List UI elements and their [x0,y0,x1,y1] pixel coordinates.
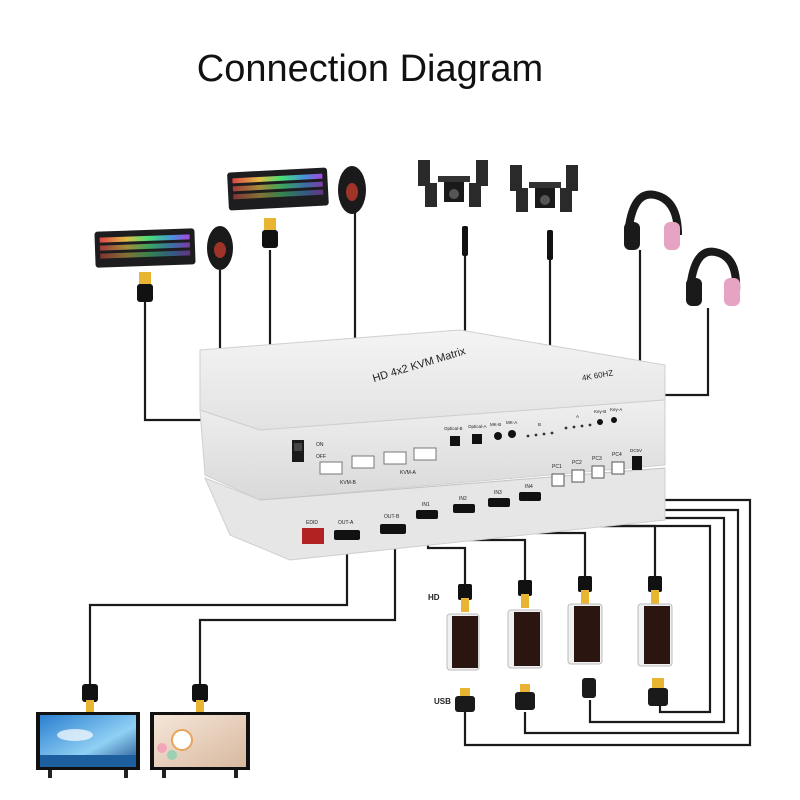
hdmi-plug-icon [651,590,659,604]
audio-jack-b[interactable] [494,432,502,440]
usb-b-pc1-port[interactable] [551,473,565,487]
monitor-icon [150,712,250,778]
usb-plug-icon [648,688,668,706]
power-on-label: ON [316,442,324,448]
dc-label: DC5V [630,448,642,453]
cable-out-b [198,540,397,690]
usb-plug-icon [455,696,475,712]
usb-port-kvm-a-1[interactable] [383,451,407,465]
pc2-label: PC2 [572,460,582,466]
in1-label: IN1 [422,502,430,508]
cable-out-a [88,540,349,690]
usb-port-kvm-b-2[interactable] [351,455,375,469]
pc-adapter-1 [446,584,480,712]
hdmi-plug-icon [82,684,98,712]
led-row-b [526,431,554,438]
speaker-icon [510,165,578,260]
usb-plug-icon [515,692,535,710]
hdmi-in2-port[interactable] [453,504,475,513]
hdmi-plug-icon [192,684,208,712]
usb-plug-icon [582,678,596,698]
usb-cable-label: USB [434,697,451,706]
hdmi-in3-port[interactable] [488,498,510,507]
usb-b-pc2-port[interactable] [571,469,585,483]
mic-a-label: MK-A [506,420,517,425]
out-a-label: OUT-A [338,520,354,526]
out-b-label: OUT-B [384,514,400,520]
mic-b-label: MK-B [490,422,501,427]
edid-switch[interactable] [302,528,324,544]
audio-jack-a[interactable] [508,430,516,438]
headphones-icon [686,247,741,306]
hdmi-in1-port[interactable] [416,510,438,519]
hdmi-out-a-port[interactable] [334,530,360,540]
led-a-label: A [576,414,579,419]
hdmi-plug-icon [520,684,530,696]
optical-port-b[interactable] [450,436,460,446]
mouse-icon [207,226,233,270]
hdmi-plug-icon [460,688,470,700]
optical-port-a[interactable] [472,434,482,444]
power-off-label: OFF [316,454,326,460]
pc-adapter-3 [567,576,603,698]
pc1-label: PC1 [552,464,562,470]
hdmi-plug-icon [521,594,529,608]
hdmi-plug-icon [581,590,589,604]
keyboard-icon [94,228,196,302]
speaker-icon [418,160,488,256]
optical-a-label: Optical-A [468,424,487,429]
cables [88,210,752,747]
edid-label: EDID [306,520,318,526]
keyboard-icon [227,167,329,248]
hdmi-plug-icon [461,598,469,612]
dc-power-port[interactable] [632,456,642,470]
usb-b-pc4-port[interactable] [611,461,625,475]
hdmi-in4-port[interactable] [519,492,541,501]
pc3-label: PC3 [592,456,602,462]
in4-label: IN4 [525,484,533,490]
headphones-icon [624,190,682,250]
hdmi-out-b-port[interactable] [380,524,406,534]
hdmi-plug-icon [652,678,664,690]
usb-port-kvm-b-1[interactable] [319,461,343,475]
pc4-label: PC4 [612,452,622,458]
key-a-label: Key-A [610,407,622,412]
key-b-label: Key-B [594,409,606,414]
usb-port-kvm-a-2[interactable] [413,447,437,461]
usb-b-pc3-port[interactable] [591,465,605,479]
kvm-b-label: KVM-B [340,480,357,486]
in2-label: IN2 [459,496,467,502]
led-b-label: B [538,422,541,427]
hdmi-cable-label: HD [428,593,440,602]
key-a-button[interactable] [611,417,617,423]
pc-adapter-2 [507,580,543,710]
pc-adapter-4 [637,576,673,706]
kvm-a-label: KVM-A [400,470,417,476]
mouse-icon [338,166,366,214]
led-row-a [564,423,592,430]
power-switch[interactable] [292,440,304,462]
optical-b-label: Optical-B [444,426,463,431]
monitor-icon [36,712,140,778]
page-title: Connection Diagram [196,48,544,90]
in3-label: IN3 [494,490,502,496]
key-b-button[interactable] [597,419,603,425]
